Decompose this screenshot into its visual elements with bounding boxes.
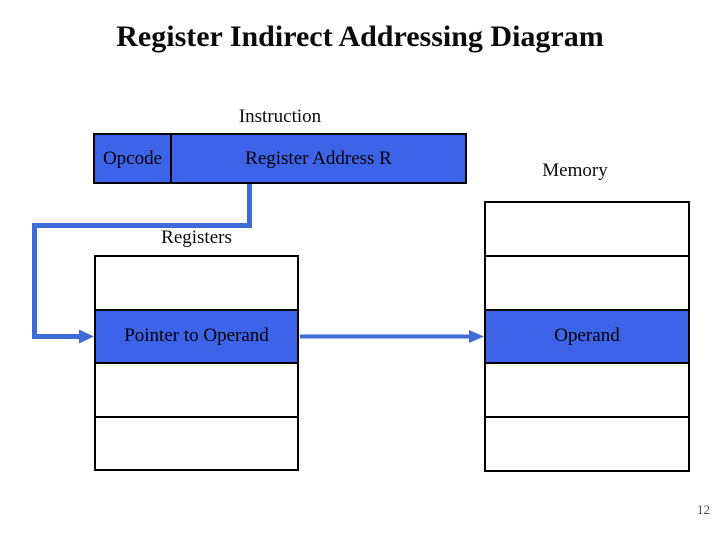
arrowhead-icon <box>469 330 484 343</box>
memory-table: Operand <box>484 201 690 472</box>
opcode-cell: Opcode <box>95 135 172 182</box>
memory-row-operand: Operand <box>486 308 688 363</box>
register-row <box>96 415 297 470</box>
registers-table: Pointer to Operand <box>94 255 299 471</box>
instruction-box: Opcode Register Address R <box>93 133 467 184</box>
register-address-cell: Register Address R <box>245 147 392 169</box>
register-row-pointer-to-operand: Pointer to Operand <box>96 308 297 362</box>
memory-row <box>486 254 688 309</box>
page-number: 12 <box>697 502 710 517</box>
register-row <box>96 257 297 309</box>
memory-row <box>486 362 688 416</box>
slide-title: Register Indirect Addressing Diagram <box>116 20 604 53</box>
instruction-label: Instruction <box>238 106 322 127</box>
arrowhead-icon <box>79 329 94 344</box>
memory-row <box>486 416 688 470</box>
registers-label: Registers <box>161 227 232 248</box>
register-row <box>96 362 297 416</box>
memory-label: Memory <box>542 160 608 181</box>
memory-row <box>486 203 688 255</box>
